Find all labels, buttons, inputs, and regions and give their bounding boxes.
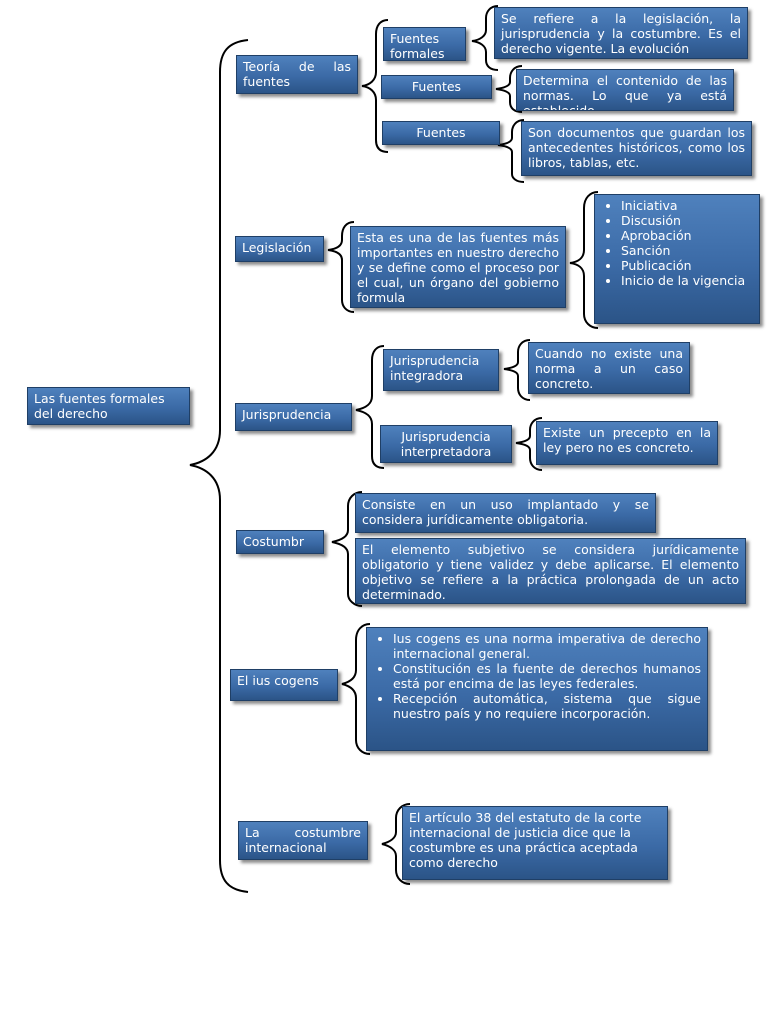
fuentes-historicas-desc: Son documentos que guardan los anteceden… (521, 121, 752, 176)
costumbre-internacional-desc: El artículo 38 del estatuto de la corte … (402, 806, 668, 880)
fuentes-formales-node: Fuentes formales (383, 27, 466, 61)
costumbre-internacional-node: La costumbre internacional (238, 821, 368, 860)
legislacion-step: Publicación (621, 258, 753, 273)
jurisprudencia-integradora-node: Jurisprudencia integradora (383, 349, 499, 391)
fuentes-reales-desc: Determina el contenido de las normas. Lo… (516, 69, 734, 111)
legislacion-node: Legislación (235, 236, 324, 262)
teoria-node: Teoría de las fuentes (236, 55, 358, 94)
legislacion-desc: Esta es una de las fuentes más important… (350, 226, 566, 308)
legislacion-step: Inicio de la vigencia (621, 273, 753, 288)
legislacion-steps-list: Iniciativa Discusión Aprobación Sanción … (601, 198, 753, 288)
main-brace (189, 39, 249, 893)
root-node: Las fuentes formales del derecho (27, 387, 190, 425)
ius-cogens-item: Constitución es la fuente de derechos hu… (393, 661, 701, 691)
legislacion-steps: Iniciativa Discusión Aprobación Sanción … (594, 194, 760, 324)
costumbre-desc-1: Consiste en un uso implantado y se consi… (355, 493, 656, 533)
fuentes-formales-desc: Se refiere a la legislación, la jurispru… (494, 7, 748, 59)
legislacion-step: Iniciativa (621, 198, 753, 213)
ius-cogens-list: Ius cogens es una norma imperativa de de… (373, 631, 701, 721)
integradora-bracket (503, 339, 531, 401)
legislacion-step: Aprobación (621, 228, 753, 243)
jurisprudencia-node: Jurisprudencia (235, 403, 352, 431)
fuentes-historicas-node: Fuentes (382, 121, 500, 145)
jurisprudencia-interpretadora-node: Jurisprudencia interpretadora (380, 425, 512, 463)
jurisprudencia-integradora-desc: Cuando no existe una norma a un caso con… (528, 342, 690, 394)
ius-cogens-list-box: Ius cogens es una norma imperativa de de… (366, 627, 708, 751)
ius-cogens-item: Recepción automática, sistema que sigue … (393, 691, 701, 721)
fuentes-reales-node: Fuentes (381, 75, 492, 99)
legislacion-step: Sanción (621, 243, 753, 258)
costumbre-node: Costumbr (236, 530, 324, 554)
jurisprudencia-interpretadora-desc: Existe un precepto en la ley pero no es … (536, 421, 718, 465)
ius-cogens-node: El ius cogens (230, 669, 338, 701)
costumbre-desc-2: El elemento subjetivo se considera juríd… (355, 538, 746, 604)
legislacion-step: Discusión (621, 213, 753, 228)
ius-cogens-item: Ius cogens es una norma imperativa de de… (393, 631, 701, 661)
